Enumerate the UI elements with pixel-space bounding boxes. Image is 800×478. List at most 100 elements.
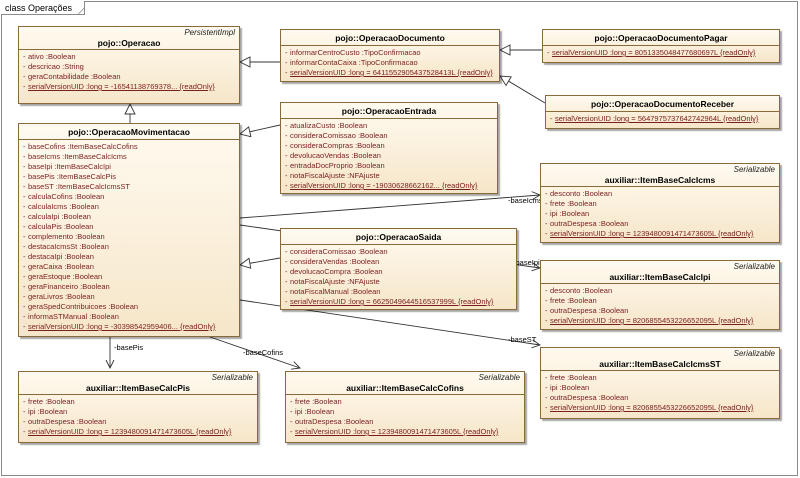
attribute: outraDespesa :Boolean <box>541 306 779 316</box>
assoc-baseicms <box>239 191 542 219</box>
attribute: calculaIpi :Boolean <box>19 212 239 222</box>
assoc-label-basepis: -basePis <box>114 343 144 352</box>
attribute: devolucaoCompra :Boolean <box>281 267 516 277</box>
attribute: informarContaCaixa :TipoConfirmacao <box>281 58 499 68</box>
class-title: auxiliar::ItemBaseCalcIpi <box>541 271 779 284</box>
class-item-base-calc-cofins[interactable]: Serializable auxiliar::ItemBaseCalcCofin… <box>285 371 525 443</box>
gen-entrada-movimentacao <box>239 124 281 138</box>
class-item-base-calc-pis[interactable]: Serializable auxiliar::ItemBaseCalcPis f… <box>18 371 258 443</box>
attribute: frete :Boolean <box>541 373 779 383</box>
attribute: serialVersionUID :long = 123948009147147… <box>19 427 257 437</box>
attribute: baseIcms :ItemBaseCalcIcms <box>19 152 239 162</box>
attribute: geraSpedContribuicoes :Boolean <box>19 302 239 312</box>
attribute: serialVersionUID :long = 820685545322665… <box>541 316 779 326</box>
class-title: pojo::OperacaoMovimentacao <box>19 124 239 140</box>
attribute: serialVersionUID :long = 662504964451653… <box>281 297 516 307</box>
attribute: serialVersionUID :long = -16541138769378… <box>19 82 239 92</box>
attribute: geraCaixa :Boolean <box>19 262 239 272</box>
class-title: pojo::Operacao <box>19 37 239 50</box>
class-title: pojo::OperacaoEntrada <box>281 103 497 119</box>
assoc-label-baseicms: -baseIcms <box>508 196 543 205</box>
attribute: consideraComissao :Boolean <box>281 131 497 141</box>
gen-saida-movimentacao <box>239 257 281 269</box>
stereotype: Serializable <box>478 373 520 382</box>
class-item-base-calc-ipi[interactable]: Serializable auxiliar::ItemBaseCalcIpi d… <box>540 260 780 330</box>
stereotype: Serializable <box>733 349 775 358</box>
class-item-base-calc-icms-st[interactable]: Serializable auxiliar::ItemBaseCalcIcmsS… <box>540 347 780 419</box>
frame-title: class Operações <box>1 1 86 15</box>
attribute: frete :Boolean <box>19 397 257 407</box>
attribute: informarCentroCusto :TipoConfirmacao <box>281 48 499 58</box>
attribute: serialVersionUID :long = 641155290543752… <box>281 68 499 78</box>
attribute: notaFiscalAjuste :NFAjuste <box>281 171 497 181</box>
attribute: informaSTManual :Boolean <box>19 312 239 322</box>
attribute: ipi :Boolean <box>541 383 779 393</box>
attribute: ipi :Boolean <box>541 209 779 219</box>
attribute: geraLivros :Boolean <box>19 292 239 302</box>
stereotype: PersistentImpl <box>184 28 235 37</box>
attribute: complemento :Boolean <box>19 232 239 242</box>
attribute: ativo :Boolean <box>19 52 239 62</box>
class-operacao-movimentacao[interactable]: pojo::OperacaoMovimentacao baseCofins :I… <box>18 123 240 337</box>
class-operacao-documento-receber[interactable]: pojo::OperacaoDocumentoReceber serialVer… <box>545 95 780 129</box>
attribute: notaFiscalManual :Boolean <box>281 287 516 297</box>
attribute: frete :Boolean <box>286 397 524 407</box>
attribute: baseST :ItemBaseCalcIcmsST <box>19 182 239 192</box>
class-title: pojo::OperacaoSaida <box>281 229 516 245</box>
attribute: calculaPis :Boolean <box>19 222 239 232</box>
assoc-label-basecofins: -baseCofins <box>243 348 284 357</box>
attribute: ipi :Boolean <box>286 407 524 417</box>
stereotype: Serializable <box>211 373 253 382</box>
attribute: geraEstoque :Boolean <box>19 272 239 282</box>
assoc-label-basest: -baseST <box>508 335 537 344</box>
class-title: pojo::OperacaoDocumentoPagar <box>543 30 779 46</box>
class-operacao-documento[interactable]: pojo::OperacaoDocumento informarCentroCu… <box>280 29 500 82</box>
attribute: serialVersionUID :long = -19030628662162… <box>281 181 497 191</box>
attribute: atualizaCusto :Boolean <box>281 121 497 131</box>
class-operacao-saida[interactable]: pojo::OperacaoSaida consideraComissao :B… <box>280 228 517 310</box>
attribute: desconto :Boolean <box>541 286 779 296</box>
attribute: serialVersionUID :long = 123948009147147… <box>541 229 779 239</box>
attribute: outraDespesa :Boolean <box>286 417 524 427</box>
attribute: geraFinanceiro :Boolean <box>19 282 239 292</box>
attribute: outraDespesa :Boolean <box>19 417 257 427</box>
attribute: consideraCompras :Boolean <box>281 141 497 151</box>
attribute: baseCofins :ItemBaseCalcCofins <box>19 142 239 152</box>
attribute: calculaIcms :Boolean <box>19 202 239 212</box>
attribute: serialVersionUID :long = 805133504847768… <box>543 48 779 58</box>
attribute: frete :Boolean <box>541 296 779 306</box>
attribute: desconto :Boolean <box>541 189 779 199</box>
class-title: pojo::OperacaoDocumentoReceber <box>546 96 779 112</box>
class-title: auxiliar::ItemBaseCalcPis <box>19 382 257 395</box>
attribute: consideraComissao :Boolean <box>281 247 516 257</box>
attribute: serialVersionUID :long = 820685545322665… <box>541 403 779 413</box>
attribute: outraDespesa :Boolean <box>541 393 779 403</box>
attribute: geraContabilidade :Boolean <box>19 72 239 82</box>
attribute: consideraVendas :Boolean <box>281 257 516 267</box>
attribute: baseIpi :ItemBaseCalcIpi <box>19 162 239 172</box>
attribute: serialVersionUID :long = -30398542959406… <box>19 322 239 332</box>
stereotype: Serializable <box>733 165 775 174</box>
class-operacao-documento-pagar[interactable]: pojo::OperacaoDocumentoPagar serialVersi… <box>542 29 780 63</box>
attribute: destacaIpi :Boolean <box>19 252 239 262</box>
class-title: pojo::OperacaoDocumento <box>281 30 499 46</box>
attribute: serialVersionUID :long = 564797573764274… <box>546 114 779 124</box>
class-operacao-entrada[interactable]: pojo::OperacaoEntrada atualizaCusto :Boo… <box>280 102 498 194</box>
attribute: serialVersionUID :long = 123948009147147… <box>286 427 524 437</box>
attribute: notaFiscalAjuste :NFAjuste <box>281 277 516 287</box>
gen-receber-documento <box>499 75 546 104</box>
class-item-base-calc-icms[interactable]: Serializable auxiliar::ItemBaseCalcIcms … <box>540 163 780 243</box>
attribute: destacaIcmsSt :Boolean <box>19 242 239 252</box>
attribute: outraDespesa :Boolean <box>541 219 779 229</box>
class-title: auxiliar::ItemBaseCalcIcmsST <box>541 358 779 371</box>
attribute: descricao :String <box>19 62 239 72</box>
stereotype: Serializable <box>733 262 775 271</box>
class-title: auxiliar::ItemBaseCalcIcms <box>541 174 779 187</box>
assoc-label-baseipi: -baseIpi <box>513 258 540 267</box>
class-operacao[interactable]: PersistentImpl pojo::Operacao ativo :Boo… <box>18 26 240 104</box>
attribute: basePis :ItemBaseCalcPis <box>19 172 239 182</box>
attribute: ipi :Boolean <box>19 407 257 417</box>
attribute: frete :Boolean <box>541 199 779 209</box>
attribute: calculaCofins :Boolean <box>19 192 239 202</box>
attribute: devolucaoVendas :Boolean <box>281 151 497 161</box>
